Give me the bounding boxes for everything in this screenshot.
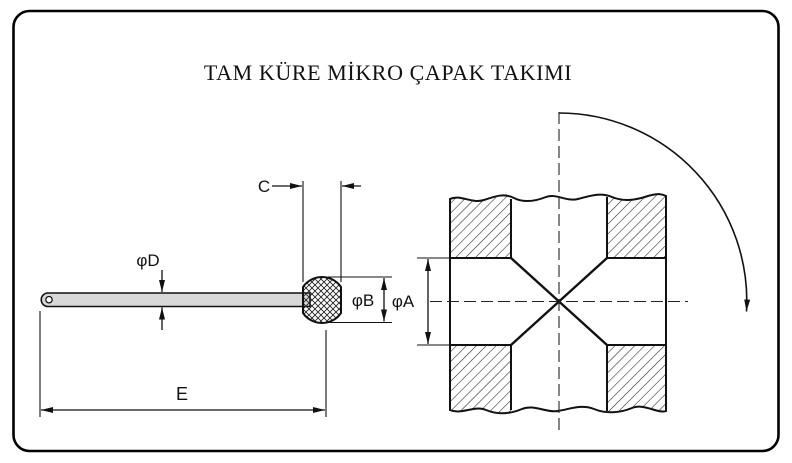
hatch-region-top-right bbox=[607, 194, 666, 258]
dimension-bore-diameter: φA bbox=[392, 257, 449, 346]
dimension-label-c: C bbox=[258, 177, 270, 196]
hatch-region-top-left bbox=[450, 194, 511, 258]
dimension-shaft-diameter: φD bbox=[136, 251, 165, 330]
workpiece-outline bbox=[449, 193, 667, 415]
dimension-ball-diameter: φB bbox=[328, 276, 392, 324]
drawing-title: TAM KÜRE MİKRO ÇAPAK TAKIMI bbox=[204, 60, 572, 85]
dimension-label-ball-diameter: φB bbox=[352, 291, 374, 310]
dimension-label-shaft-diameter: φD bbox=[136, 251, 159, 270]
rotation-arc bbox=[558, 112, 751, 312]
workpiece-section bbox=[430, 112, 688, 432]
dimension-label-bore-diameter: φA bbox=[392, 292, 415, 311]
hatch-region-bottom-left bbox=[450, 345, 511, 414]
dimension-label-shaft-length: E bbox=[176, 384, 188, 404]
vertical-bore-edges bbox=[510, 197, 608, 411]
hatch-region-bottom-right bbox=[607, 345, 666, 414]
tool-ball-crosshatched bbox=[302, 275, 342, 325]
tool-shaft bbox=[40, 292, 311, 308]
horizontal-bore-edges bbox=[450, 257, 666, 346]
dimension-c: C bbox=[258, 177, 361, 282]
dimension-shaft-length: E bbox=[39, 311, 327, 417]
tool-hanging-hole bbox=[45, 295, 53, 304]
deburring-tool bbox=[40, 275, 342, 325]
